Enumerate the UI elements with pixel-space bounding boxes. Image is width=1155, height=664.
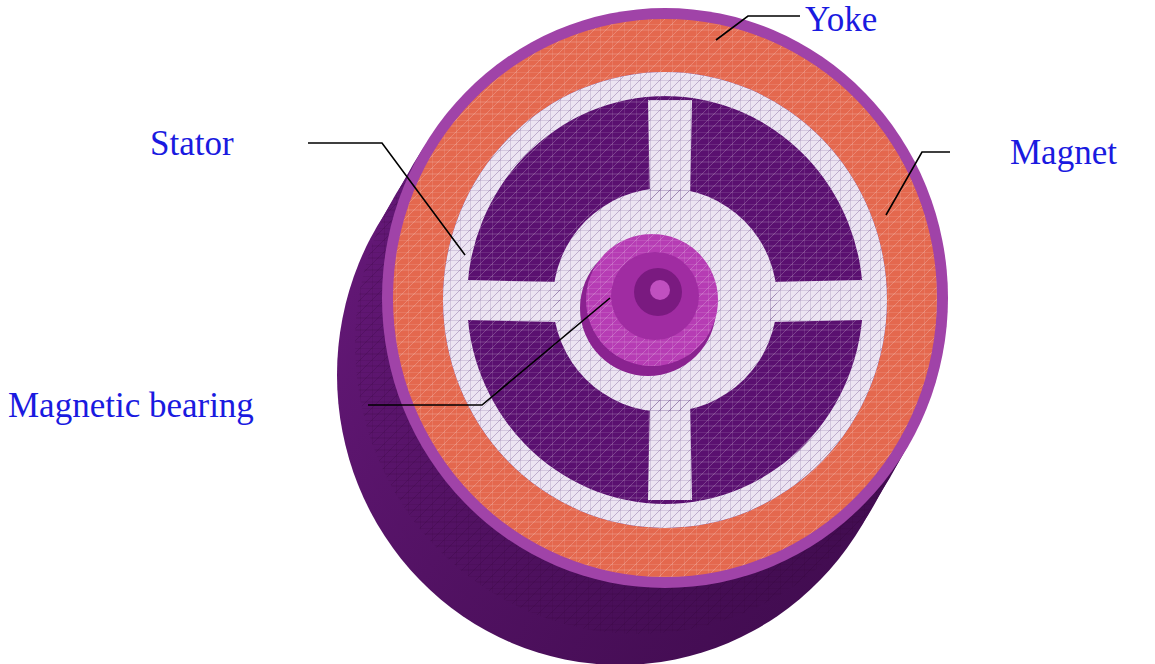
magnet-ring: [393, 19, 937, 577]
leader-lines: [308, 16, 950, 405]
part-label: Magnetic bearing: [8, 388, 254, 423]
part-label: Magnet: [1010, 135, 1117, 170]
part-label: Stator: [150, 126, 234, 161]
stator-core: [443, 72, 887, 528]
part-label: Yoke: [805, 2, 877, 37]
inner-cavity: [443, 72, 887, 528]
yoke-ring: [382, 8, 948, 588]
